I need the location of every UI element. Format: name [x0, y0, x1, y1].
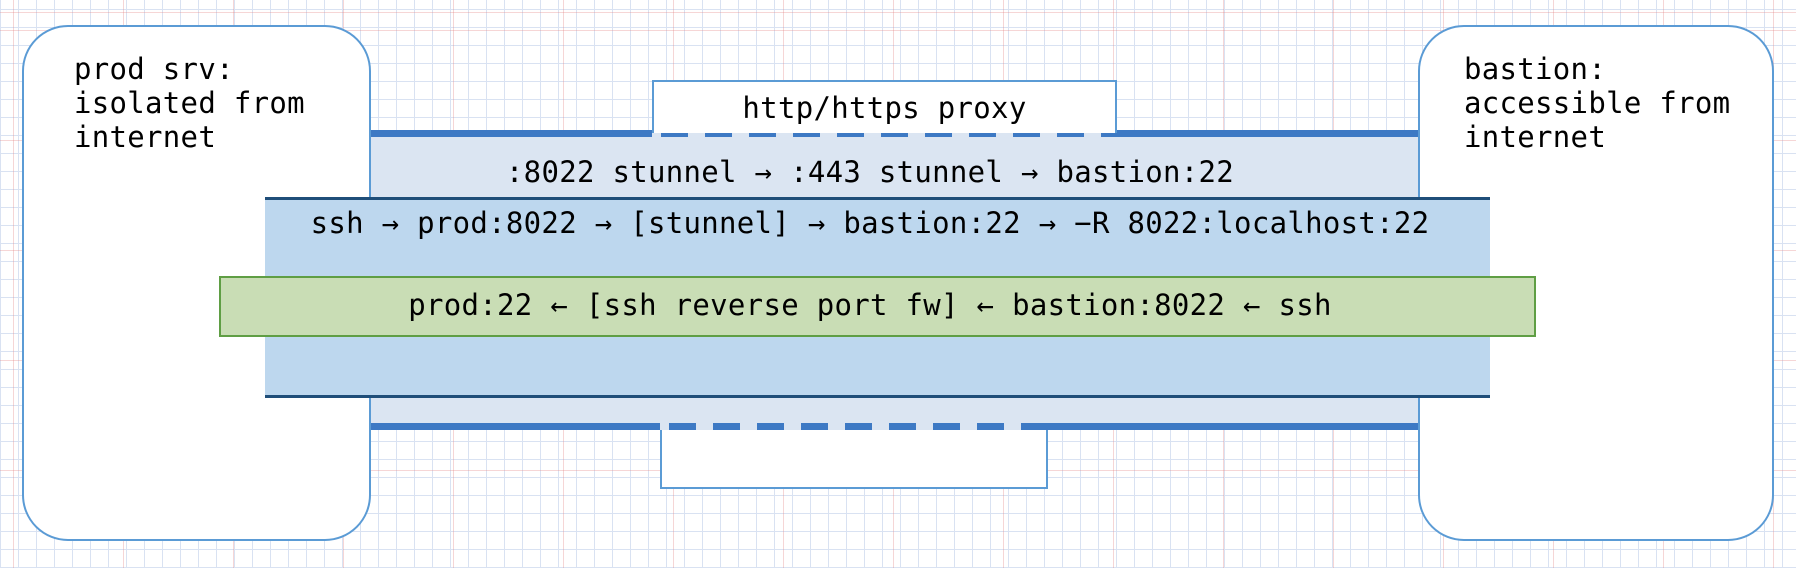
stunnel-band-bottom-border-right	[1048, 423, 1418, 430]
stunnel-layer-text: :8022 stunnel → :443 stunnel → bastion:2…	[505, 155, 1235, 189]
proxy-box-top: http/https proxy	[652, 80, 1117, 133]
stunnel-band-top-border-right	[1117, 130, 1418, 137]
bastion-box: bastion: accessible from internet	[1418, 25, 1774, 541]
stunnel-band-top-border-left	[371, 130, 652, 137]
proxy-box-bottom	[660, 430, 1048, 489]
bastion-label: bastion: accessible from internet	[1464, 52, 1731, 154]
ssh-layer-text: ssh → prod:8022 → [stunnel] → bastion:22…	[310, 206, 1430, 240]
reverse-forward-layer-text: prod:22 ← [ssh reverse port fw] ← bastio…	[408, 288, 1332, 322]
prod-server-label: prod srv: isolated from internet	[74, 52, 305, 154]
proxy-label: http/https proxy	[742, 90, 1027, 125]
stunnel-band-bottom-border-dashed	[660, 423, 1048, 431]
reverse-forward-band	[219, 276, 1536, 337]
stunnel-band-top-border-dashed	[652, 129, 1117, 137]
stunnel-band-bottom-border-left	[371, 423, 660, 430]
